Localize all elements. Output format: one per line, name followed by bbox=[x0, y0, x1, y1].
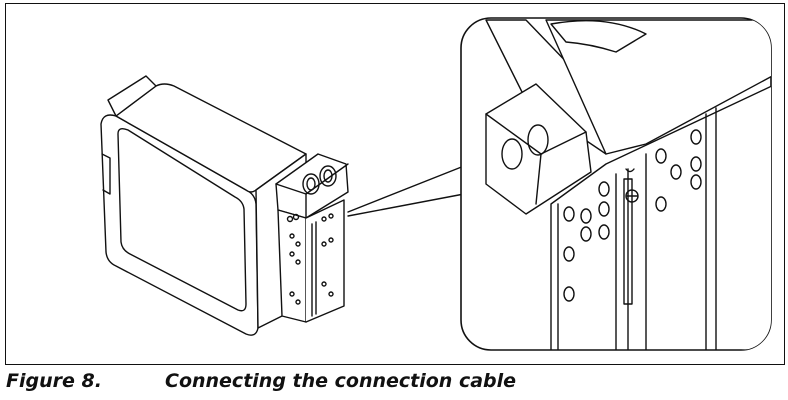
figure-label: Figure 8. bbox=[6, 370, 102, 392]
figure-frame bbox=[5, 3, 785, 365]
figure-caption: Figure 8. Connecting the connection cabl… bbox=[6, 370, 782, 396]
device-connector-block bbox=[275, 153, 349, 323]
device-housing bbox=[100, 75, 307, 336]
magnified-detail-view bbox=[460, 17, 772, 351]
leader-lines bbox=[347, 165, 465, 217]
device-illustration bbox=[100, 17, 772, 351]
figure-caption-text: Connecting the connection cable bbox=[165, 370, 517, 392]
